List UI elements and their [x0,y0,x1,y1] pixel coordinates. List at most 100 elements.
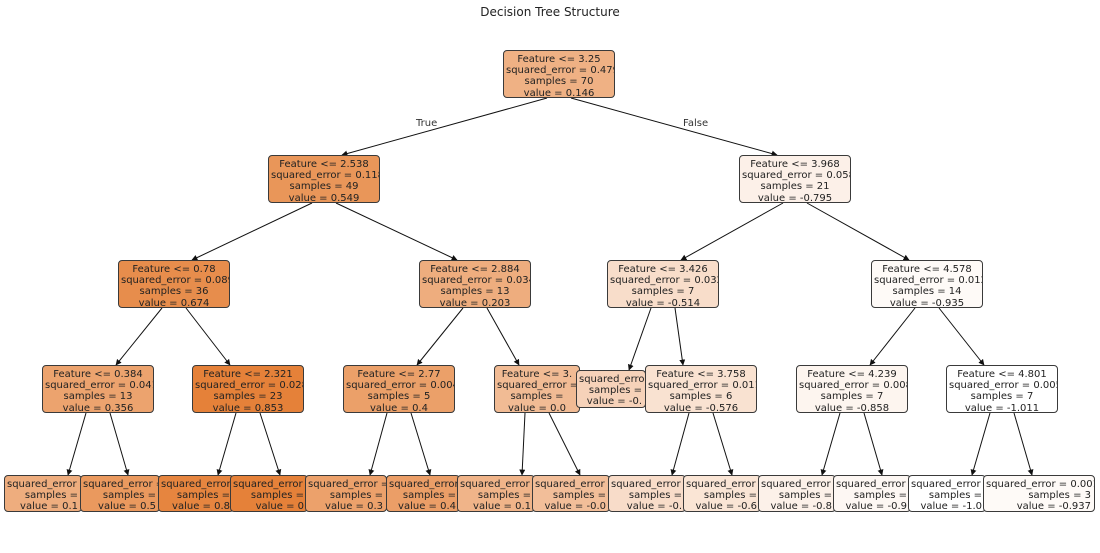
node-text-line: Feature <= 3.25 [517,54,601,65]
node-text-line: Feature <= 2.77 [357,369,441,380]
tree-edge [335,202,458,261]
node-text-line: value = 0.853 [212,402,284,413]
tree-edge [970,412,991,476]
tree-edge [341,97,548,157]
node-text-line: squared_error = [836,479,911,490]
tree-edge [820,412,841,476]
node-text-line: samples = 14 [892,286,962,298]
node-text-line: value = 0.5 [98,501,156,512]
node-text-line: Feature <= 3.758 [656,369,746,380]
tree-edge [115,307,163,366]
node-text-line: samples = [552,490,606,502]
tree-edge [674,307,686,366]
node-text-line: samples = 7 [970,391,1034,403]
tree-edge [410,412,432,476]
node-text-line: squared_error = [233,479,308,490]
leaf-node: squared_error =samples =value = 0 [230,475,308,512]
node-text-line: squared_error = [83,479,160,490]
tree-edge [191,202,313,261]
false-edge-label: False [683,118,709,129]
node-text-line: samples = [628,490,682,502]
tree-edge [806,202,910,261]
node-text-line: value = 0.3 [325,501,383,512]
tree-edge [368,412,388,476]
node-text-line: Feature <= 0.384 [53,369,143,380]
node-text-line: value = -0.6 [695,501,757,512]
node-text-line: samples = 21 [760,181,830,193]
node-text-line: value = 0.4 [398,501,456,512]
node-text-line: samples = [588,385,642,397]
leaf-node: squared_error =samples =value = 0.5 [80,475,160,512]
node-text-line: Feature <= 2.884 [430,264,520,275]
leaf-node: squared_error =samples =value = -1.0 [908,475,986,512]
node-text-line: value = -0.514 [625,297,701,308]
node-text-line: value = 0.549 [288,192,360,203]
tree-edge [259,412,282,476]
tree-edge [863,412,884,476]
node-text-line: Feature <= 4.239 [807,369,897,380]
node-text-line: value = -1.0 [920,501,982,512]
node-text-line: squared_error = 0.028 [195,380,304,392]
node-text-line: value = -0.8 [770,501,832,512]
node-text-line: value = -0.937 [1016,501,1091,512]
node-text-line: samples = 5 [367,391,431,403]
node-text-line: squared_error = [911,479,986,490]
node-text-line: squared_error = 0.011 [648,380,757,392]
node-text-line: squared_error = [611,479,686,490]
tree-edge [570,97,778,157]
tree-edge [1013,412,1034,476]
tree-edge [712,412,734,476]
node-text-line: samples = 13 [63,391,133,403]
node-text-line: samples = 3 [1028,490,1091,502]
node-text-line: value = 0.1 [473,501,531,512]
node-text-line: squared_error = 0.005 [949,380,1058,392]
node-text-line: Feature <= 0.78 [132,264,216,275]
node-text-line: samples = 6 [669,391,733,403]
node-text-line: samples = [853,490,907,502]
node-text-line: value = -0.935 [889,297,965,308]
node-text-line: value = 0.674 [138,297,210,308]
node-text-line: value = 0.4 [370,402,428,413]
node-text-line: samples = [102,490,156,502]
tree-edge [109,412,130,476]
node-text-line: value = -0.576 [663,402,739,413]
node-text-line: samples = 36 [139,286,209,298]
leaf-node: squared_error =samples =value = 0.1 [457,475,535,512]
node-text-line: squared_error = [7,479,82,490]
node-text-line: squared_error [389,479,459,490]
tree-edge [548,412,581,476]
tree-edge [670,412,690,476]
node-text-line: samples = [176,490,230,502]
node-text-line: squared_error = 0.118 [271,170,380,182]
node-text-line: squared_error = 0.004 [346,380,455,392]
tree-edge [627,307,652,371]
node-text-line: samples = 7 [820,391,884,403]
node-text-line: squared_error = [460,479,535,490]
tree-edge [216,412,237,476]
true-edge-label: True [416,118,438,129]
node-text-line: squared_error = 0.479 [506,65,615,77]
node-text-line: value = -0. [586,396,642,408]
leaf-node: squared_error =samples =value = -0.8 [758,475,836,512]
node-text-line: samples = [510,391,564,403]
node-text-line: samples = [477,490,531,502]
node-text-line: value = -1.011 [964,402,1040,413]
node-text-line: value = 0.1 [20,501,78,512]
tree-edge [185,307,231,366]
node-text-line: squared_error = 0.089 [121,275,230,287]
node-text-line: Feature <= 2.538 [279,159,369,170]
node-text-line: Feature <= 3.426 [618,264,708,275]
node-text-line: value = 0.203 [439,297,511,308]
